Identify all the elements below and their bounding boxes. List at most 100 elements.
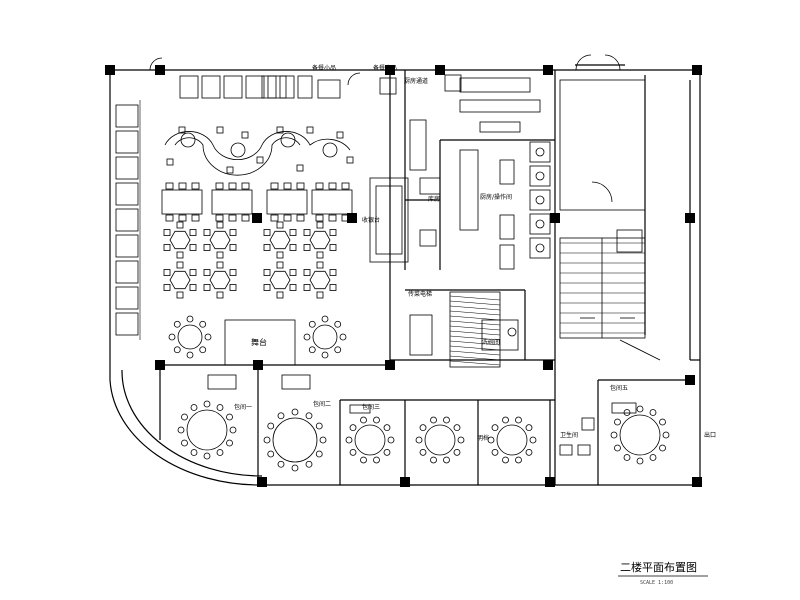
booth-top (179, 75, 199, 99)
stair-landing (616, 229, 643, 253)
chair (263, 284, 271, 291)
prep-table (499, 214, 515, 240)
chair (226, 439, 233, 447)
chair (277, 460, 285, 468)
chair (276, 221, 284, 229)
sideboard (281, 374, 311, 390)
chair (186, 351, 194, 359)
door-arc (575, 54, 592, 71)
chair (203, 284, 211, 291)
chair (319, 436, 327, 444)
chair (191, 182, 200, 190)
sink (581, 417, 595, 431)
hatch (449, 335, 501, 341)
burner (535, 195, 545, 205)
label-private-room-3: 包间三 (362, 403, 380, 411)
hatch (449, 355, 501, 361)
booth-seat (115, 234, 139, 258)
chair (525, 424, 533, 432)
chair (345, 436, 353, 444)
chair (176, 261, 184, 269)
chair (181, 439, 188, 447)
stove (529, 189, 551, 211)
chair (199, 346, 207, 354)
chair (229, 284, 237, 291)
long-table (311, 189, 353, 215)
chair (453, 424, 461, 432)
label-top-2: 备餐小品 (373, 64, 397, 72)
chair (623, 409, 631, 416)
pillar (543, 65, 553, 75)
chair (349, 424, 357, 432)
hex-table (169, 230, 191, 250)
chair (163, 244, 171, 251)
counter (459, 99, 541, 113)
burner (535, 147, 545, 157)
pillar (155, 360, 165, 370)
hex-table (309, 230, 331, 250)
chair (263, 269, 271, 276)
burner (535, 219, 545, 229)
chair (276, 251, 284, 259)
chair (276, 291, 284, 299)
hex-table (269, 230, 291, 250)
fridge (419, 229, 437, 247)
sideboard (207, 374, 237, 390)
chair (291, 464, 299, 472)
booth-top (223, 75, 243, 99)
chair (173, 320, 181, 328)
chair (189, 269, 197, 276)
chair (328, 214, 337, 222)
pillar (550, 213, 560, 223)
label-wash: 洗碗间 (482, 338, 500, 346)
pillar (692, 65, 702, 75)
chair (659, 444, 666, 452)
round-table (354, 424, 386, 456)
chair (289, 229, 297, 236)
chair (291, 408, 299, 416)
door-arc (591, 181, 613, 203)
chair (387, 436, 395, 444)
chair (515, 416, 522, 424)
chair (241, 131, 249, 139)
hatch (449, 345, 501, 351)
label-cashier: 收银台 (362, 216, 380, 224)
chair (316, 261, 324, 269)
chair (277, 412, 285, 420)
chair (321, 315, 329, 323)
storage-shelf (409, 314, 433, 356)
pillar (692, 477, 702, 487)
dumbwaiter-shaft (449, 291, 501, 368)
chair (166, 158, 174, 166)
kitchen-equipment (409, 74, 551, 368)
chair (329, 244, 337, 251)
label-top-3: 厨房通道 (404, 77, 428, 85)
stage-platform (224, 319, 296, 366)
chair (649, 454, 657, 461)
hex-table (309, 270, 331, 290)
chair (610, 431, 618, 439)
chair (341, 182, 350, 190)
booth-top (201, 75, 221, 99)
chair (229, 244, 237, 251)
chair (614, 418, 621, 426)
chair (430, 456, 437, 464)
chair (203, 229, 211, 236)
chair (502, 416, 509, 424)
chair (263, 436, 271, 444)
chair (190, 404, 198, 411)
chair (315, 422, 323, 430)
chair (306, 126, 314, 134)
chair (203, 269, 211, 276)
booth-seat (115, 182, 139, 206)
chair (190, 449, 198, 456)
toilet-fixture (559, 444, 573, 456)
chair (241, 214, 250, 222)
cashier-counter-inner (375, 185, 403, 255)
chair (178, 214, 187, 222)
chair (267, 450, 275, 458)
booth-top (261, 75, 277, 99)
chair (215, 214, 224, 222)
chair (226, 413, 233, 421)
chair (303, 284, 311, 291)
